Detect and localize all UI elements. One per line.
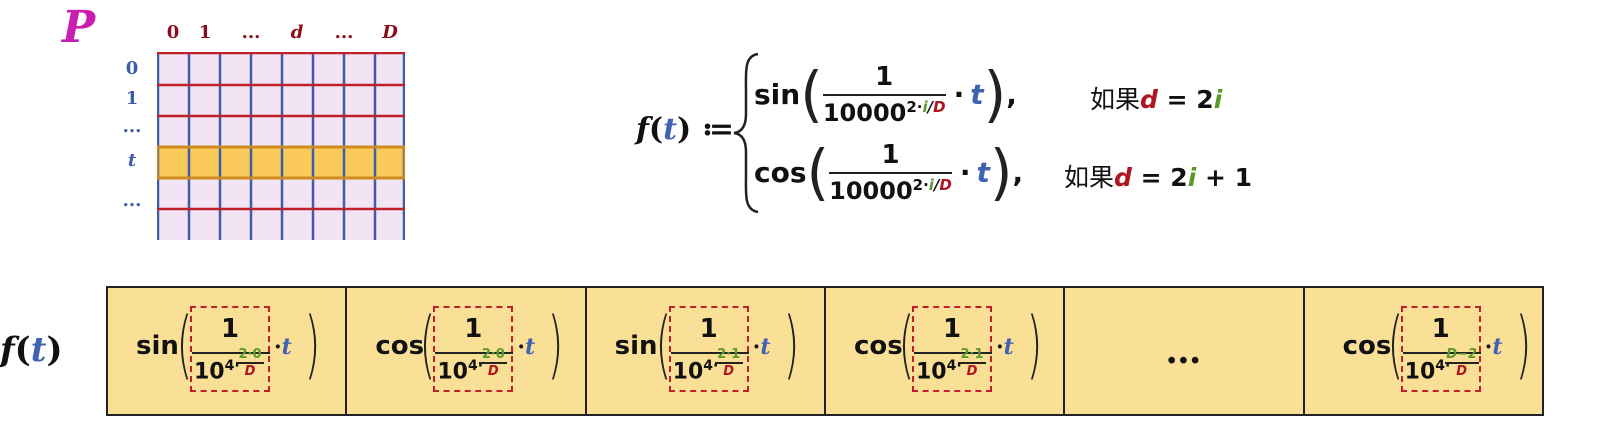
case2-numerator: 1 [881,139,900,170]
cell2-lparen: ( [655,302,672,388]
formula-assign: ≔ [701,112,735,147]
case1-lparen: ( [800,58,823,130]
cell2-times-t: ·t [752,334,771,360]
cell3-base: 104· [915,358,962,385]
case1-t: t [970,77,984,111]
cell5-times-t: ·t [1484,334,1503,360]
cell1-lparen: ( [419,302,436,388]
cell3-numerator: 1 [942,314,962,344]
case1-rparen: ) [983,58,1007,130]
case2-rparen: ) [989,136,1013,208]
case2-fraction: 1 100002·i/D [829,140,952,205]
cell1-times-t: ·t [517,334,536,360]
left-brace [733,52,759,214]
formula-lhs: f(t) ≔ [636,112,734,147]
matrix-highlight-border [157,145,405,180]
position-matrix-grid [157,52,405,240]
case2-denominator: 100002·i/D [829,175,952,205]
cell5-dashed-box [1400,306,1481,392]
vector-ellipsis: … [1165,330,1202,372]
case2-dot: · [959,155,971,189]
formula-rparen: ) [676,112,692,147]
case2-comma: , [1012,155,1024,189]
case1-denominator: 100002·i/D [822,97,946,127]
col-label-ellipsis-2: ... [334,22,354,43]
matrix-title: P [62,2,96,53]
col-label-d: d [290,22,304,43]
case1-dot: · [953,77,965,111]
row-label-0: 0 [125,58,139,79]
cell5-rparen: ) [1515,302,1532,388]
case2-lparen: ( [806,136,830,208]
cell0-fraction-bar [192,352,270,354]
case1-comma: , [1006,77,1017,111]
cell2-base: 104· [672,358,719,385]
cell3-function: cos [853,331,903,361]
row-label-t: t [127,150,137,171]
cell0-base: 104· [194,358,240,385]
formula-t: t [663,112,677,147]
cell0-lparen: ( [176,302,193,388]
cell2-fraction-bar [670,352,749,354]
formula-lparen: ( [648,112,664,147]
case2-function: cos [754,155,807,189]
case1-fraction: 1 100002·i/D [822,61,946,127]
formula-f: f [636,112,649,147]
case2-condition: 如果d = 2i + 1 [1064,163,1253,192]
cell3-rparen: ) [1026,302,1043,388]
cell0-rparen: ) [304,302,321,388]
cell3-times-t: ·t [995,334,1014,360]
case1-condition: 如果d = 2i [1090,85,1223,114]
vector-label: f(t) [0,330,63,370]
row-label-ellipsis-2: ... [122,190,142,211]
cell5-numerator: 1 [1431,314,1450,344]
cell1-function: cos [375,331,425,361]
col-label-0: 0 [166,22,180,43]
cell2-rparen: ) [783,302,800,388]
cell5-base: 104· [1404,358,1451,385]
col-label-1: 1 [198,22,212,43]
cell0-times-t: ·t [274,334,292,360]
cell2-function: sin [614,331,658,361]
cell1-numerator: 1 [464,314,483,344]
cell2-dashed-box [668,306,749,392]
row-label-ellipsis-1: ... [122,116,142,137]
col-label-ellipsis-1: ... [241,22,261,43]
cell2-numerator: 1 [699,314,718,344]
cell3-fraction-bar [913,352,992,354]
cell1-fraction-bar [435,352,514,354]
row-label-1: 1 [125,88,139,109]
cell3-dashed-box [911,306,992,392]
formula-case-2: cos ( 1 100002·i/D · t ) , [754,134,1023,210]
case1-function: sin [754,77,801,111]
cell3-lparen: ( [898,302,915,388]
cell0-numerator: 1 [220,314,240,344]
cell1-base: 104· [437,358,484,385]
cell5-function: cos [1342,331,1392,361]
cell1-rparen: ) [547,302,564,388]
cell0-dashed-box [190,306,270,392]
cell5-fraction-bar [1402,352,1481,354]
case1-numerator: 1 [875,61,894,92]
formula-case-1: sin ( 1 100002·i/D · t ) , [754,56,1017,132]
cell5-lparen: ( [1387,302,1404,388]
cell0-function: sin [136,331,179,361]
case2-t: t [976,155,990,189]
matrix-row-lines [157,52,405,211]
cell1-dashed-box [433,306,514,392]
vector-cell-ellipsis: … [1065,288,1305,414]
col-label-D: D [382,22,398,43]
